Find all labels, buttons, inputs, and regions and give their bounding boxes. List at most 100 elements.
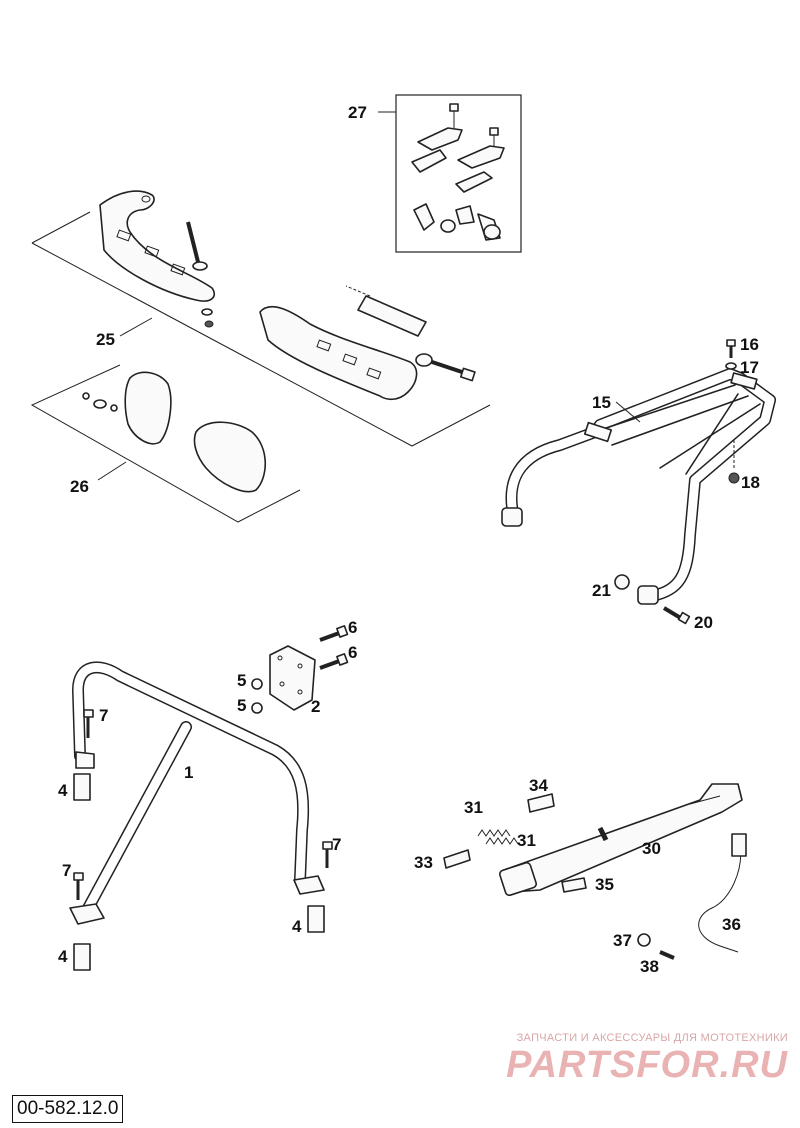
kit-27-frame — [395, 94, 522, 253]
clamp-kit-27 — [378, 94, 522, 253]
rack-crossbar-1 — [599, 384, 736, 431]
callout-26: 26 — [70, 477, 89, 496]
drawing-code-label: 00-582.12.0 — [12, 1095, 124, 1123]
callout-20: 20 — [694, 613, 713, 632]
watermark-logo: PARTSFOR.RU — [506, 1044, 788, 1086]
watermark-caption: ЗАПЧАСТИ И АКСЕССУАРЫ ДЛЯ МОТОТЕХНИКИ — [516, 1032, 788, 1044]
callout-2: 2 — [311, 697, 320, 716]
handguard-left-bolt — [186, 221, 200, 263]
callout-25: 25 — [96, 330, 115, 349]
leader-25 — [119, 317, 153, 337]
side-stand-assembly-30 — [443, 783, 747, 960]
rack-washer-17 — [725, 362, 737, 370]
spacer-4c — [307, 905, 325, 933]
stand-pin — [597, 826, 609, 842]
callout-36: 36 — [722, 915, 741, 934]
handguard-left-washer — [192, 261, 208, 271]
callout-7c: 7 — [332, 835, 341, 854]
frame-25-edge-bottom — [31, 242, 491, 447]
insert-mid — [455, 205, 475, 225]
callout-31b: 31 — [517, 831, 536, 850]
shield-right — [193, 421, 266, 493]
rack-crossbar-2 — [611, 395, 749, 446]
clamp-lower-half-right — [455, 171, 493, 193]
callout-33: 33 — [414, 853, 433, 872]
side-stand-switch-36 — [731, 833, 747, 857]
rack-spacer-21 — [614, 574, 630, 590]
leader-15 — [615, 401, 641, 423]
rack-mount-plate-2 — [730, 372, 758, 390]
spring-31b — [485, 837, 519, 845]
callout-30: 30 — [642, 839, 661, 858]
callout-labels: 1 2 4 4 4 5 5 6 6 7 7 7 15 16 17 18 20 2… — [58, 103, 760, 976]
handguard-left — [99, 190, 216, 302]
callout-35: 35 — [595, 875, 614, 894]
callout-7b: 7 — [62, 861, 71, 880]
switch-washer-37 — [637, 933, 651, 947]
callout-16: 16 — [740, 335, 759, 354]
rack-right-bushing — [637, 585, 659, 605]
callout-4c: 4 — [292, 917, 302, 936]
frame-foot-plate — [69, 903, 105, 925]
handguard-left-hole — [141, 195, 151, 203]
frame-foot-plate-right — [293, 875, 325, 895]
handguard-shields-26 — [30, 364, 301, 523]
handguard-set-25 — [31, 190, 491, 447]
side-stand-switch-cable — [698, 843, 742, 953]
plate-washer-5b — [251, 702, 263, 714]
handlebar-axis — [345, 285, 371, 297]
callout-17: 17 — [740, 358, 759, 377]
callout-7a: 7 — [99, 706, 108, 725]
callout-6b: 6 — [348, 643, 357, 662]
protection-frame-1 — [69, 661, 333, 971]
spacer-4b — [73, 943, 91, 971]
rack-rail — [685, 393, 739, 475]
handguard-right — [259, 306, 418, 401]
plate-washer-5a — [251, 678, 263, 690]
callout-6a: 6 — [348, 618, 357, 637]
callout-38: 38 — [640, 957, 659, 976]
handguard-left-nut-2 — [204, 320, 214, 328]
insert-ring-right — [483, 224, 501, 240]
mounting-plate-2 — [251, 625, 349, 714]
spring-31a — [477, 829, 511, 837]
frame-foot-plate-left — [75, 751, 95, 769]
callout-34: 34 — [529, 776, 548, 795]
callout-4b: 4 — [58, 947, 68, 966]
rear-rack-15 — [501, 339, 776, 625]
spacer-4a — [73, 773, 91, 801]
callout-15: 15 — [592, 393, 611, 412]
leader-26 — [97, 461, 127, 481]
clamp-bolt — [449, 103, 459, 128]
insert-left — [413, 203, 435, 231]
side-stand-foot — [499, 861, 537, 897]
clamp-lower-half — [411, 149, 447, 173]
spring-bracket-34 — [527, 793, 555, 813]
callout-37: 37 — [613, 931, 632, 950]
frame-26-edge — [30, 364, 301, 523]
shield-nut — [110, 404, 118, 412]
mounting-plate — [269, 645, 316, 711]
callout-31a: 31 — [464, 798, 483, 817]
clamp-upper-half — [417, 127, 463, 151]
handlebar-end — [357, 295, 427, 337]
callout-5a: 5 — [237, 671, 246, 690]
callout-1: 1 — [184, 763, 193, 782]
callout-4a: 4 — [58, 781, 68, 800]
callout-18: 18 — [741, 473, 760, 492]
handguard-left-nut — [201, 308, 213, 316]
shield-washer — [93, 399, 107, 409]
frame-25-edge-top — [31, 211, 91, 244]
clamp-upper-half-right — [457, 145, 505, 169]
stand-rubber-35 — [561, 877, 587, 893]
callout-21: 21 — [592, 581, 611, 600]
callout-27: 27 — [348, 103, 367, 122]
rack-mount-plate — [583, 421, 613, 443]
spring-bracket-33 — [443, 849, 471, 869]
rack-left-bushing — [501, 507, 523, 527]
switch-screw-38 — [659, 950, 675, 960]
shield-screw — [82, 392, 90, 400]
handguard-right-spacer — [415, 353, 433, 367]
insert-ring — [440, 219, 456, 233]
